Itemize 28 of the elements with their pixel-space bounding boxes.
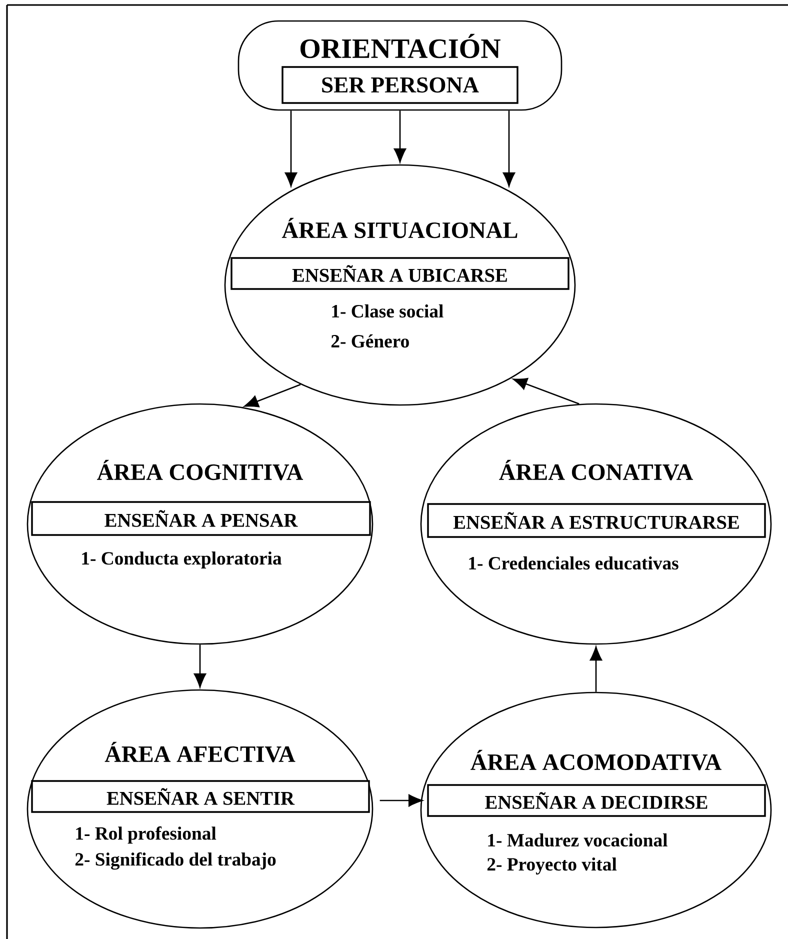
heading: ÁREA COGNITIVA [97, 460, 304, 480]
arrow [284, 110, 298, 187]
list-item: 1- Credenciales educativas [469, 556, 678, 570]
label-box: ENSEÑAR A PENSAR [31, 501, 371, 536]
arrow [194, 644, 206, 688]
list-item: 1- Madurez vocacional [488, 833, 668, 847]
list-item: 2- Género [331, 334, 409, 348]
arrow [394, 110, 406, 163]
arrow [590, 646, 602, 692]
arrow [244, 384, 301, 408]
list-item: 1- Rol profesional [76, 826, 216, 844]
heading: ÁREA SITUACIONAL [282, 218, 518, 238]
heading: ÁREA AFECTIVA [104, 742, 296, 762]
arrow [502, 110, 516, 187]
label-box: ENSEÑAR A UBICARSE [230, 257, 570, 290]
label-box: ENSEÑAR A DECIDIRSE [427, 784, 766, 817]
list-item: 1- Conducta exploratoria [82, 552, 282, 568]
list-item: 1- Clase social [332, 304, 444, 318]
heading: ÁREA ACOMODATIVA [470, 750, 722, 770]
list-item: 2- Significado del trabajo [75, 852, 276, 870]
label-box: SER PERSONA [282, 66, 518, 104]
label-box: ENSEÑAR A SENTIR [31, 780, 370, 813]
heading: ORIENTACIÓN [300, 34, 500, 58]
arrow [380, 794, 423, 807]
arrow [512, 378, 580, 405]
heading: ÁREA CONATIVA [499, 460, 693, 480]
label-box: ENSEÑAR A ESTRUCTURARSE [427, 503, 766, 538]
list-item: 2- Proyecto vital [487, 858, 617, 874]
